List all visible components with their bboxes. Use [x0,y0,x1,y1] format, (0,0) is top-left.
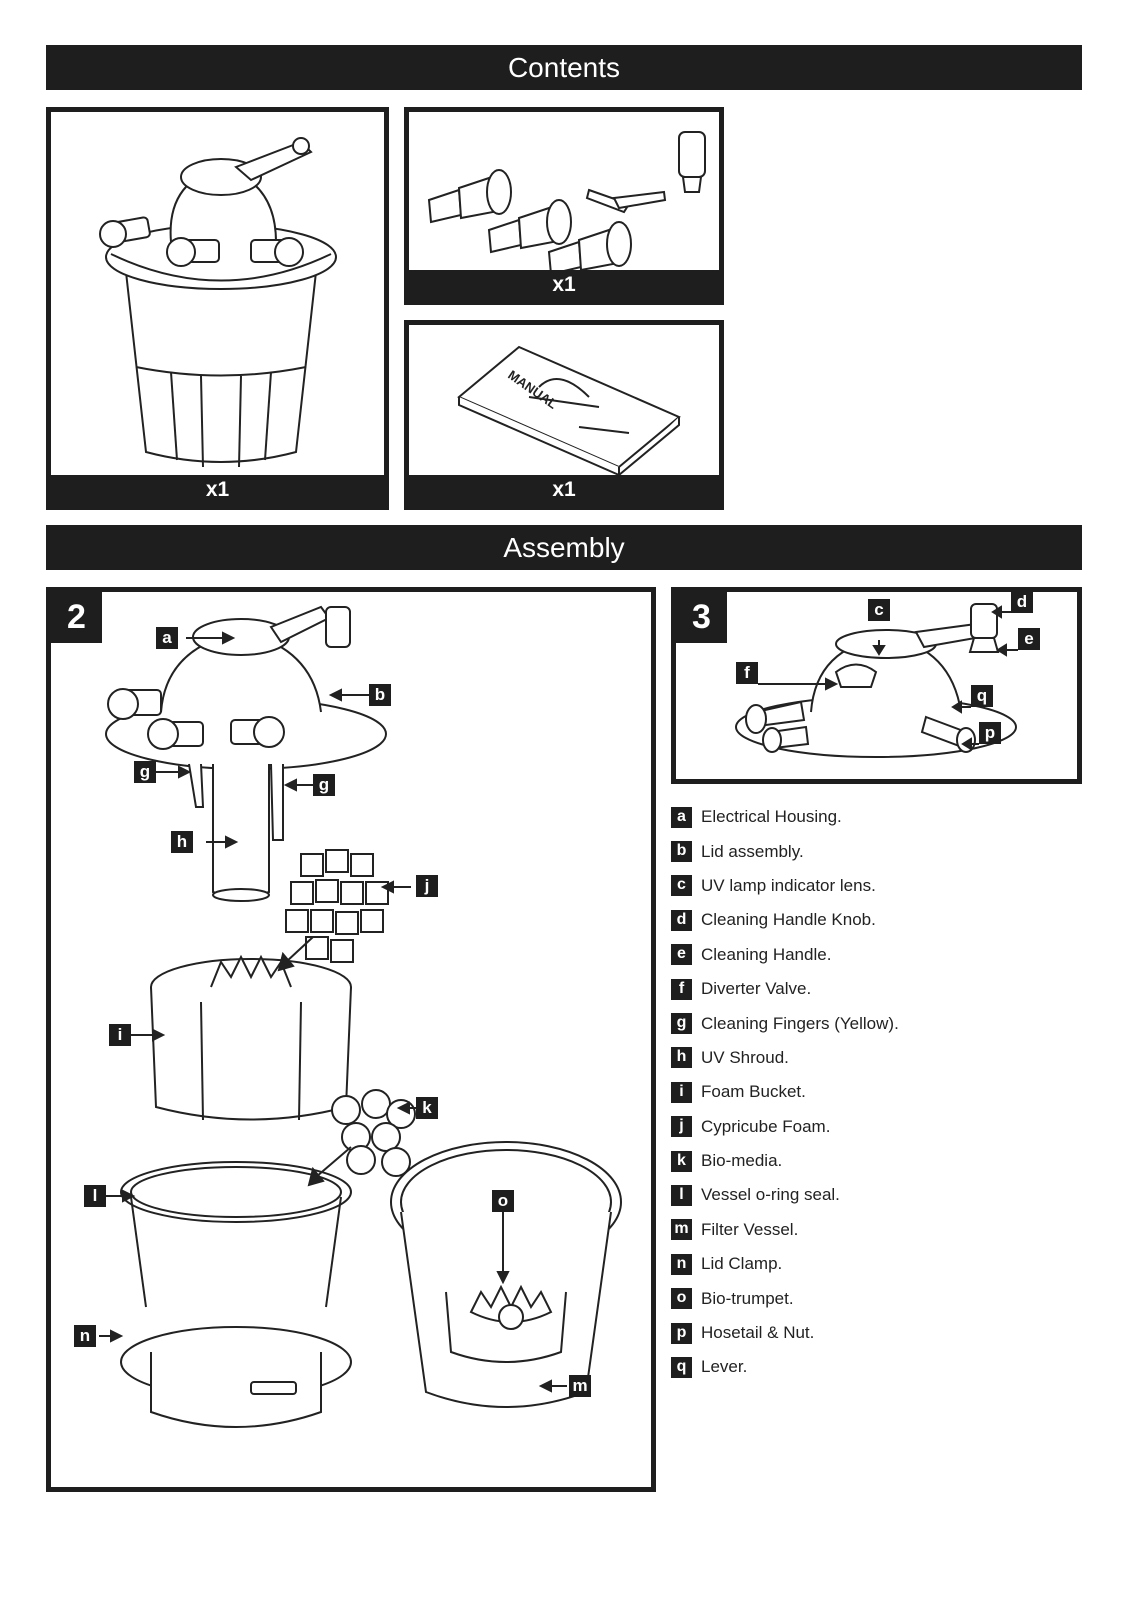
legend-item-e: e Cleaning Handle. [671,938,1111,972]
legend-letter: h [671,1047,692,1069]
legend-letter: n [671,1253,692,1275]
legend-item-k: k Bio-media. [671,1144,1111,1178]
tag-k: k [416,1097,438,1119]
legend-letter: d [671,909,692,931]
legend-item-g: g Cleaning Fingers (Yellow). [671,1006,1111,1040]
legend-letter: i [671,1081,692,1103]
legend-letter: f [671,978,692,1000]
legend-item-c: c UV lamp indicator lens. [671,869,1111,903]
legend-letter: q [671,1356,692,1378]
legend-letter: e [671,944,692,966]
lid-detail-icon [735,603,1018,758]
legend-text: Lid assembly. [701,841,804,861]
tag-j: j [416,875,438,897]
tag-g-left: g [134,761,156,783]
legend-text: Filter Vessel. [701,1219,799,1239]
step-2-box: 2 [46,587,656,1492]
legend-item-n: n Lid Clamp. [671,1247,1111,1281]
legend-item-b: b Lid assembly. [671,834,1111,868]
legend-letter: j [671,1116,692,1138]
tag-f: f [736,662,758,684]
legend-text: Cleaning Handle Knob. [701,910,876,930]
legend-item-o: o Bio-trumpet. [671,1281,1111,1315]
legend-text: Hosetail & Nut. [701,1323,815,1343]
legend-text: Vessel o-ring seal. [701,1185,840,1205]
legend-text: UV lamp indicator lens. [701,875,876,895]
legend-letter: k [671,1150,692,1172]
legend-letter: g [671,1013,692,1035]
legend-text: Bio-media. [701,1151,783,1171]
tag-c: c [868,599,890,621]
legend-letter: c [671,875,692,897]
step-3-box: 3 c d e f q p [671,587,1082,784]
contents-header: Contents [46,45,1082,90]
manual-booklet-icon: MANUAL [457,345,681,477]
legend-item-h: h UV Shroud. [671,1041,1111,1075]
parts-legend: a Electrical Housing. b Lid assembly. c UV … [671,800,1111,1385]
fittings-qty-label: x1 [409,270,719,300]
assembly-header: Assembly [46,525,1082,570]
legend-text: Diverter Valve. [701,979,812,999]
legend-text: Electrical Housing. [701,807,842,827]
legend-item-d: d Cleaning Handle Knob. [671,903,1111,937]
legend-text: Cleaning Fingers (Yellow). [701,1013,899,1033]
legend-letter: o [671,1288,692,1310]
tag-e: e [1018,628,1040,650]
legend-text: Bio-trumpet. [701,1288,794,1308]
manual-contents-box: MANUAL x1 [404,320,724,510]
legend-text: Cypricube Foam. [701,1116,831,1136]
legend-item-j: j Cypricube Foam. [671,1110,1111,1144]
legend-item-m: m Filter Vessel. [671,1213,1111,1247]
filter-contents-box: x1 [46,107,389,510]
tag-h: h [171,831,193,853]
step-3-number: 3 [676,592,727,643]
legend-text: Foam Bucket. [701,1082,806,1102]
tag-a: a [156,627,178,649]
legend-item-i: i Foam Bucket. [671,1075,1111,1109]
tag-d: d [1011,591,1033,613]
legend-item-f: f Diverter Valve. [671,972,1111,1006]
legend-item-l: l Vessel o-ring seal. [671,1178,1111,1212]
tag-b: b [369,684,391,706]
tag-i: i [109,1024,131,1046]
tag-q: q [971,685,993,707]
legend-letter: a [671,806,692,828]
filter-qty-label: x1 [51,475,384,505]
tag-g-right: g [313,774,335,796]
legend-letter: p [671,1322,692,1344]
legend-letter: m [671,1219,692,1241]
tag-o: o [492,1190,514,1212]
legend-text: Lid Clamp. [701,1254,783,1274]
legend-text: UV Shroud. [701,1047,789,1067]
tag-m: m [569,1375,591,1397]
tag-l: l [84,1185,106,1207]
tag-n: n [74,1325,96,1347]
hosetail-fittings-icon [427,131,706,272]
pond-filter-icon [99,137,337,468]
legend-text: Cleaning Handle. [701,944,832,964]
legend-item-a: a Electrical Housing. [671,800,1111,834]
fittings-contents-box: x1 [404,107,724,305]
step-2-number: 2 [51,592,102,643]
legend-letter: l [671,1184,692,1206]
exploded-filter-icon [99,605,622,1428]
legend-letter: b [671,841,692,863]
legend-item-p: p Hosetail & Nut. [671,1316,1111,1350]
legend-text: Lever. [701,1357,748,1377]
legend-item-q: q Lever. [671,1350,1111,1384]
manual-qty-label: x1 [409,475,719,505]
tag-p: p [979,722,1001,744]
